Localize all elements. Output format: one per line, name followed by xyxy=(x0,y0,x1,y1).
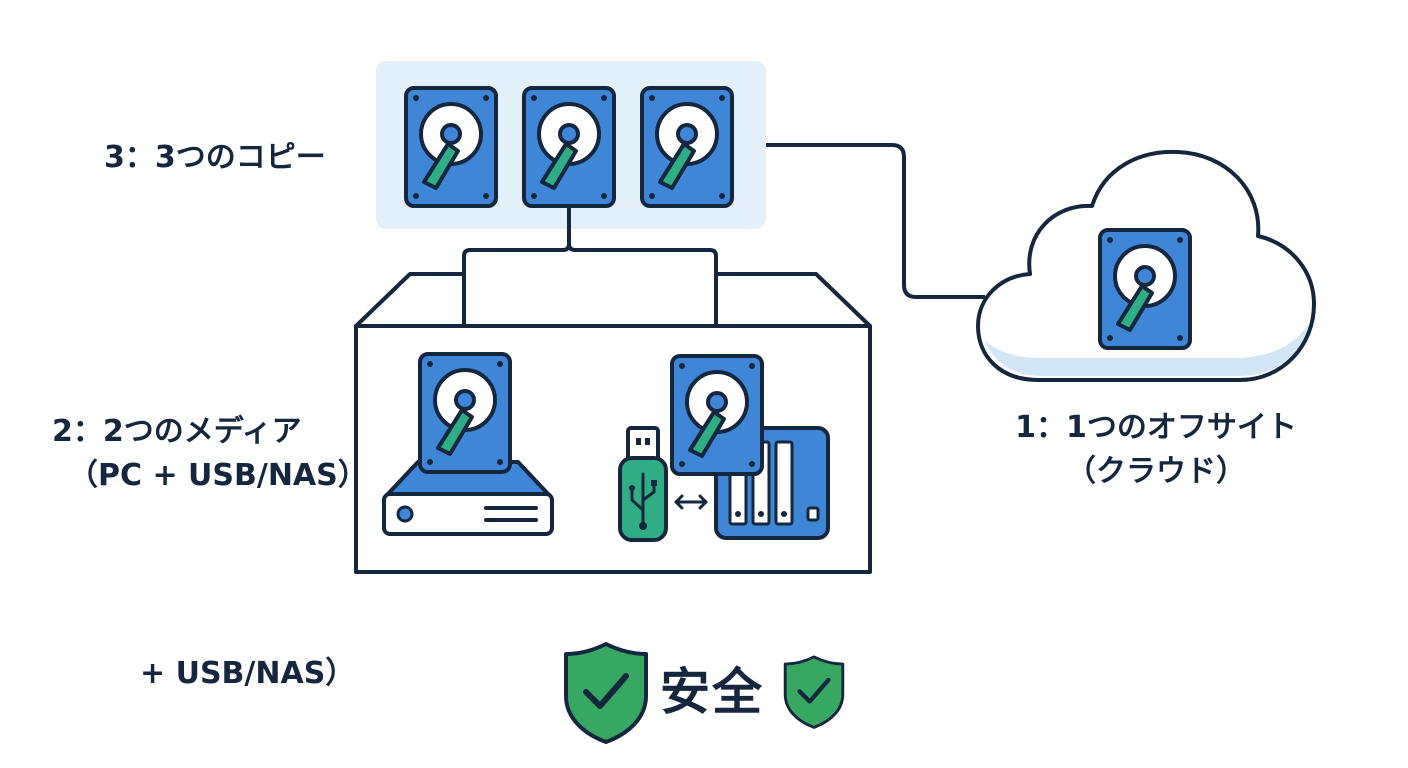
hard-drive-icon xyxy=(404,86,498,208)
label-two-media-line2: （PC + USB/NAS） xyxy=(68,458,368,493)
label-two-media-line1: 2：2つのメディア xyxy=(52,414,302,449)
hard-drive-icon xyxy=(670,354,764,476)
hard-drive-icon xyxy=(1098,228,1192,350)
label-two-media: 2：2つのメディア （PC + USB/NAS） xyxy=(52,410,368,498)
label-one-offsite: 1：1つのオフサイト （クラウド） xyxy=(996,406,1316,494)
double-arrow-icon xyxy=(674,494,708,510)
hard-drive-icon xyxy=(522,86,616,208)
label-one-offsite-line2: （クラウド） xyxy=(1066,454,1246,489)
shield-check-icon xyxy=(785,657,843,728)
offsite-connector xyxy=(766,143,985,299)
hard-drive-icon xyxy=(418,352,512,474)
shield-check-icon xyxy=(566,644,646,742)
connector-lines xyxy=(462,206,718,326)
label-extra-usb-nas: + USB/NAS） xyxy=(140,656,356,691)
label-three-copies: 3：3つのコピー xyxy=(104,140,326,175)
usb-stick-icon xyxy=(618,426,668,542)
label-safe: 安全 xyxy=(660,663,764,721)
hard-drive-icon xyxy=(640,86,734,208)
label-one-offsite-line1: 1：1つのオフサイト xyxy=(1015,410,1297,445)
